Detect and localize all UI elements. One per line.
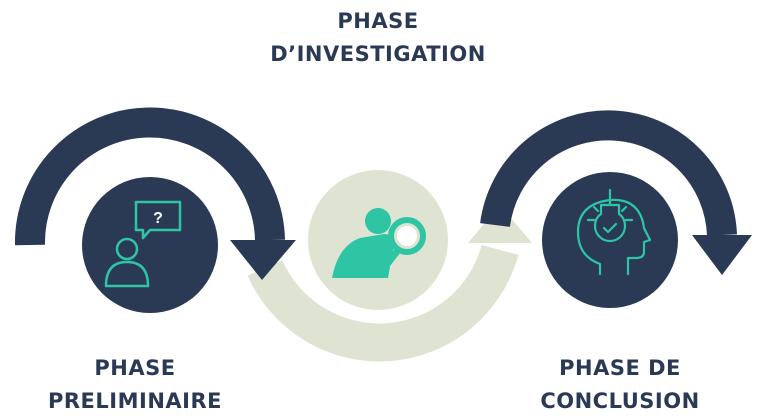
phase-conclusion-line2: CONCLUSION [540,389,700,413]
investigation-circle [308,170,448,310]
conclusion-circle [542,172,678,308]
preliminary-circle: ? [82,177,218,313]
phase-preliminary-line2: PRELIMINAIRE [48,389,222,413]
phase-investigation-line2: D’INVESTIGATION [270,42,486,66]
question-mark: ? [153,210,163,227]
phase-conclusion-label: PHASE DE CONCLUSION [495,352,745,418]
head-lightbulb-icon [576,188,652,276]
magnifying-glass-person-icon [332,208,426,278]
phase-preliminary-label: PHASE PRELIMINAIRE [0,352,270,418]
right-arc-arrow [480,110,752,275]
left-arc-arrow [14,107,296,280]
person-question-icon [104,200,182,288]
phase-investigation-line1: PHASE [337,9,419,33]
phase-conclusion-line1: PHASE DE [559,356,681,380]
phase-preliminary-line1: PHASE [94,356,176,380]
phase-investigation-label: PHASE D’INVESTIGATION [228,5,528,71]
